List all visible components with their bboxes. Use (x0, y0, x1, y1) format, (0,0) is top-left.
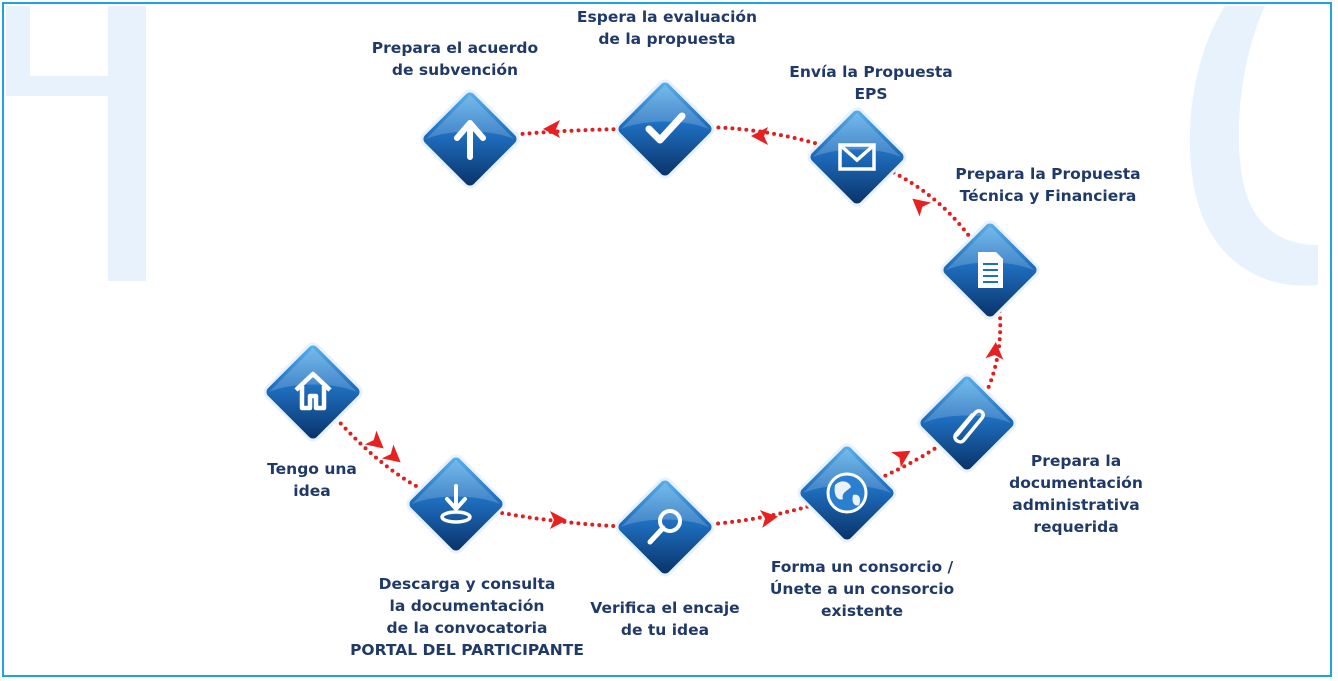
step-idea-label: Tengo una idea (267, 458, 357, 502)
arrowhead-4 (759, 510, 778, 528)
label-line: Técnica y Financiera (959, 187, 1137, 205)
document-icon (978, 252, 1003, 288)
step-subvencion-label: Prepara el acuerdo de subvención (372, 37, 538, 81)
arrow-up-icon (454, 120, 486, 160)
label-line: Prepara la (1030, 452, 1122, 470)
arrowhead-8 (751, 127, 768, 145)
step-evaluacion-label: Espera la evaluación de la propuesta (577, 6, 757, 50)
label-line: Descarga y consulta (378, 575, 556, 593)
step-admin-label: Prepara la documentación administrativa req… (1009, 450, 1143, 538)
label-line: PORTAL DEL PARTICIPANTE (350, 641, 584, 659)
arrowhead-9 (543, 120, 560, 138)
house-icon (294, 371, 332, 411)
envelope-icon (838, 143, 876, 171)
label-line: documentación (1009, 474, 1143, 492)
label-line: existente (821, 602, 903, 620)
arrowhead-1 (364, 430, 384, 449)
label-line: de la propuesta (598, 30, 736, 48)
step-idea-node (263, 342, 363, 442)
label-line: de tu idea (620, 621, 710, 639)
diamond-badge (807, 107, 907, 207)
magnifier-icon (647, 509, 682, 545)
step-envia-node (807, 107, 907, 207)
arrowhead-5 (891, 450, 911, 468)
arrowhead-3 (550, 511, 567, 529)
label-line: Prepara la Propuesta (955, 165, 1141, 183)
label-line: Espera la evaluación (576, 8, 758, 26)
diamond-badge (263, 342, 363, 442)
label-line: la documentación (389, 597, 545, 615)
label-line: requerida (1033, 518, 1119, 536)
step-consorcio-node (797, 443, 897, 543)
step-verifica-node (615, 477, 715, 577)
label-line: Verifica el encaje (590, 599, 740, 617)
label-line: Forma un consorcio / (770, 558, 954, 576)
step-descarga-label: Descarga y consulta la documentación de la… (350, 573, 584, 661)
diamond-badge (615, 79, 715, 179)
globe-icon (826, 472, 868, 514)
step-tecnica-node (940, 220, 1040, 320)
step-verifica-label: Verifica el encaje de tu idea (590, 597, 739, 641)
arrowhead-2 (381, 444, 401, 463)
step-consorcio-label: Forma un consorcio / Únete a un consorcio… (770, 556, 954, 622)
label-line: Tengo una (267, 460, 357, 478)
step-descarga-node (406, 454, 506, 554)
checkmark-icon (645, 112, 686, 144)
step-subvencion-node (420, 89, 520, 189)
download-icon (440, 484, 472, 524)
label-line: Prepara el acuerdo (371, 39, 539, 57)
label-line: de subvención (391, 61, 519, 79)
label-line: Envía la Propuesta (789, 63, 953, 81)
label-line: EPS (854, 85, 888, 103)
paperclip-icon (953, 409, 985, 444)
step-icons (263, 79, 1040, 577)
label-line: idea (293, 482, 331, 500)
arrowhead-7 (912, 198, 932, 217)
dotted-path (311, 125, 1003, 530)
label-line: Únete a un consorcio (769, 580, 955, 598)
step-admin-node (917, 373, 1017, 473)
cycle-path (311, 125, 1003, 530)
label-line: administrativa (1012, 496, 1140, 514)
cycle-arrows (364, 120, 1004, 529)
step-evaluacion-node (615, 79, 715, 179)
arrowhead-6 (985, 342, 1004, 360)
label-line: de la convocatoria (386, 619, 548, 637)
